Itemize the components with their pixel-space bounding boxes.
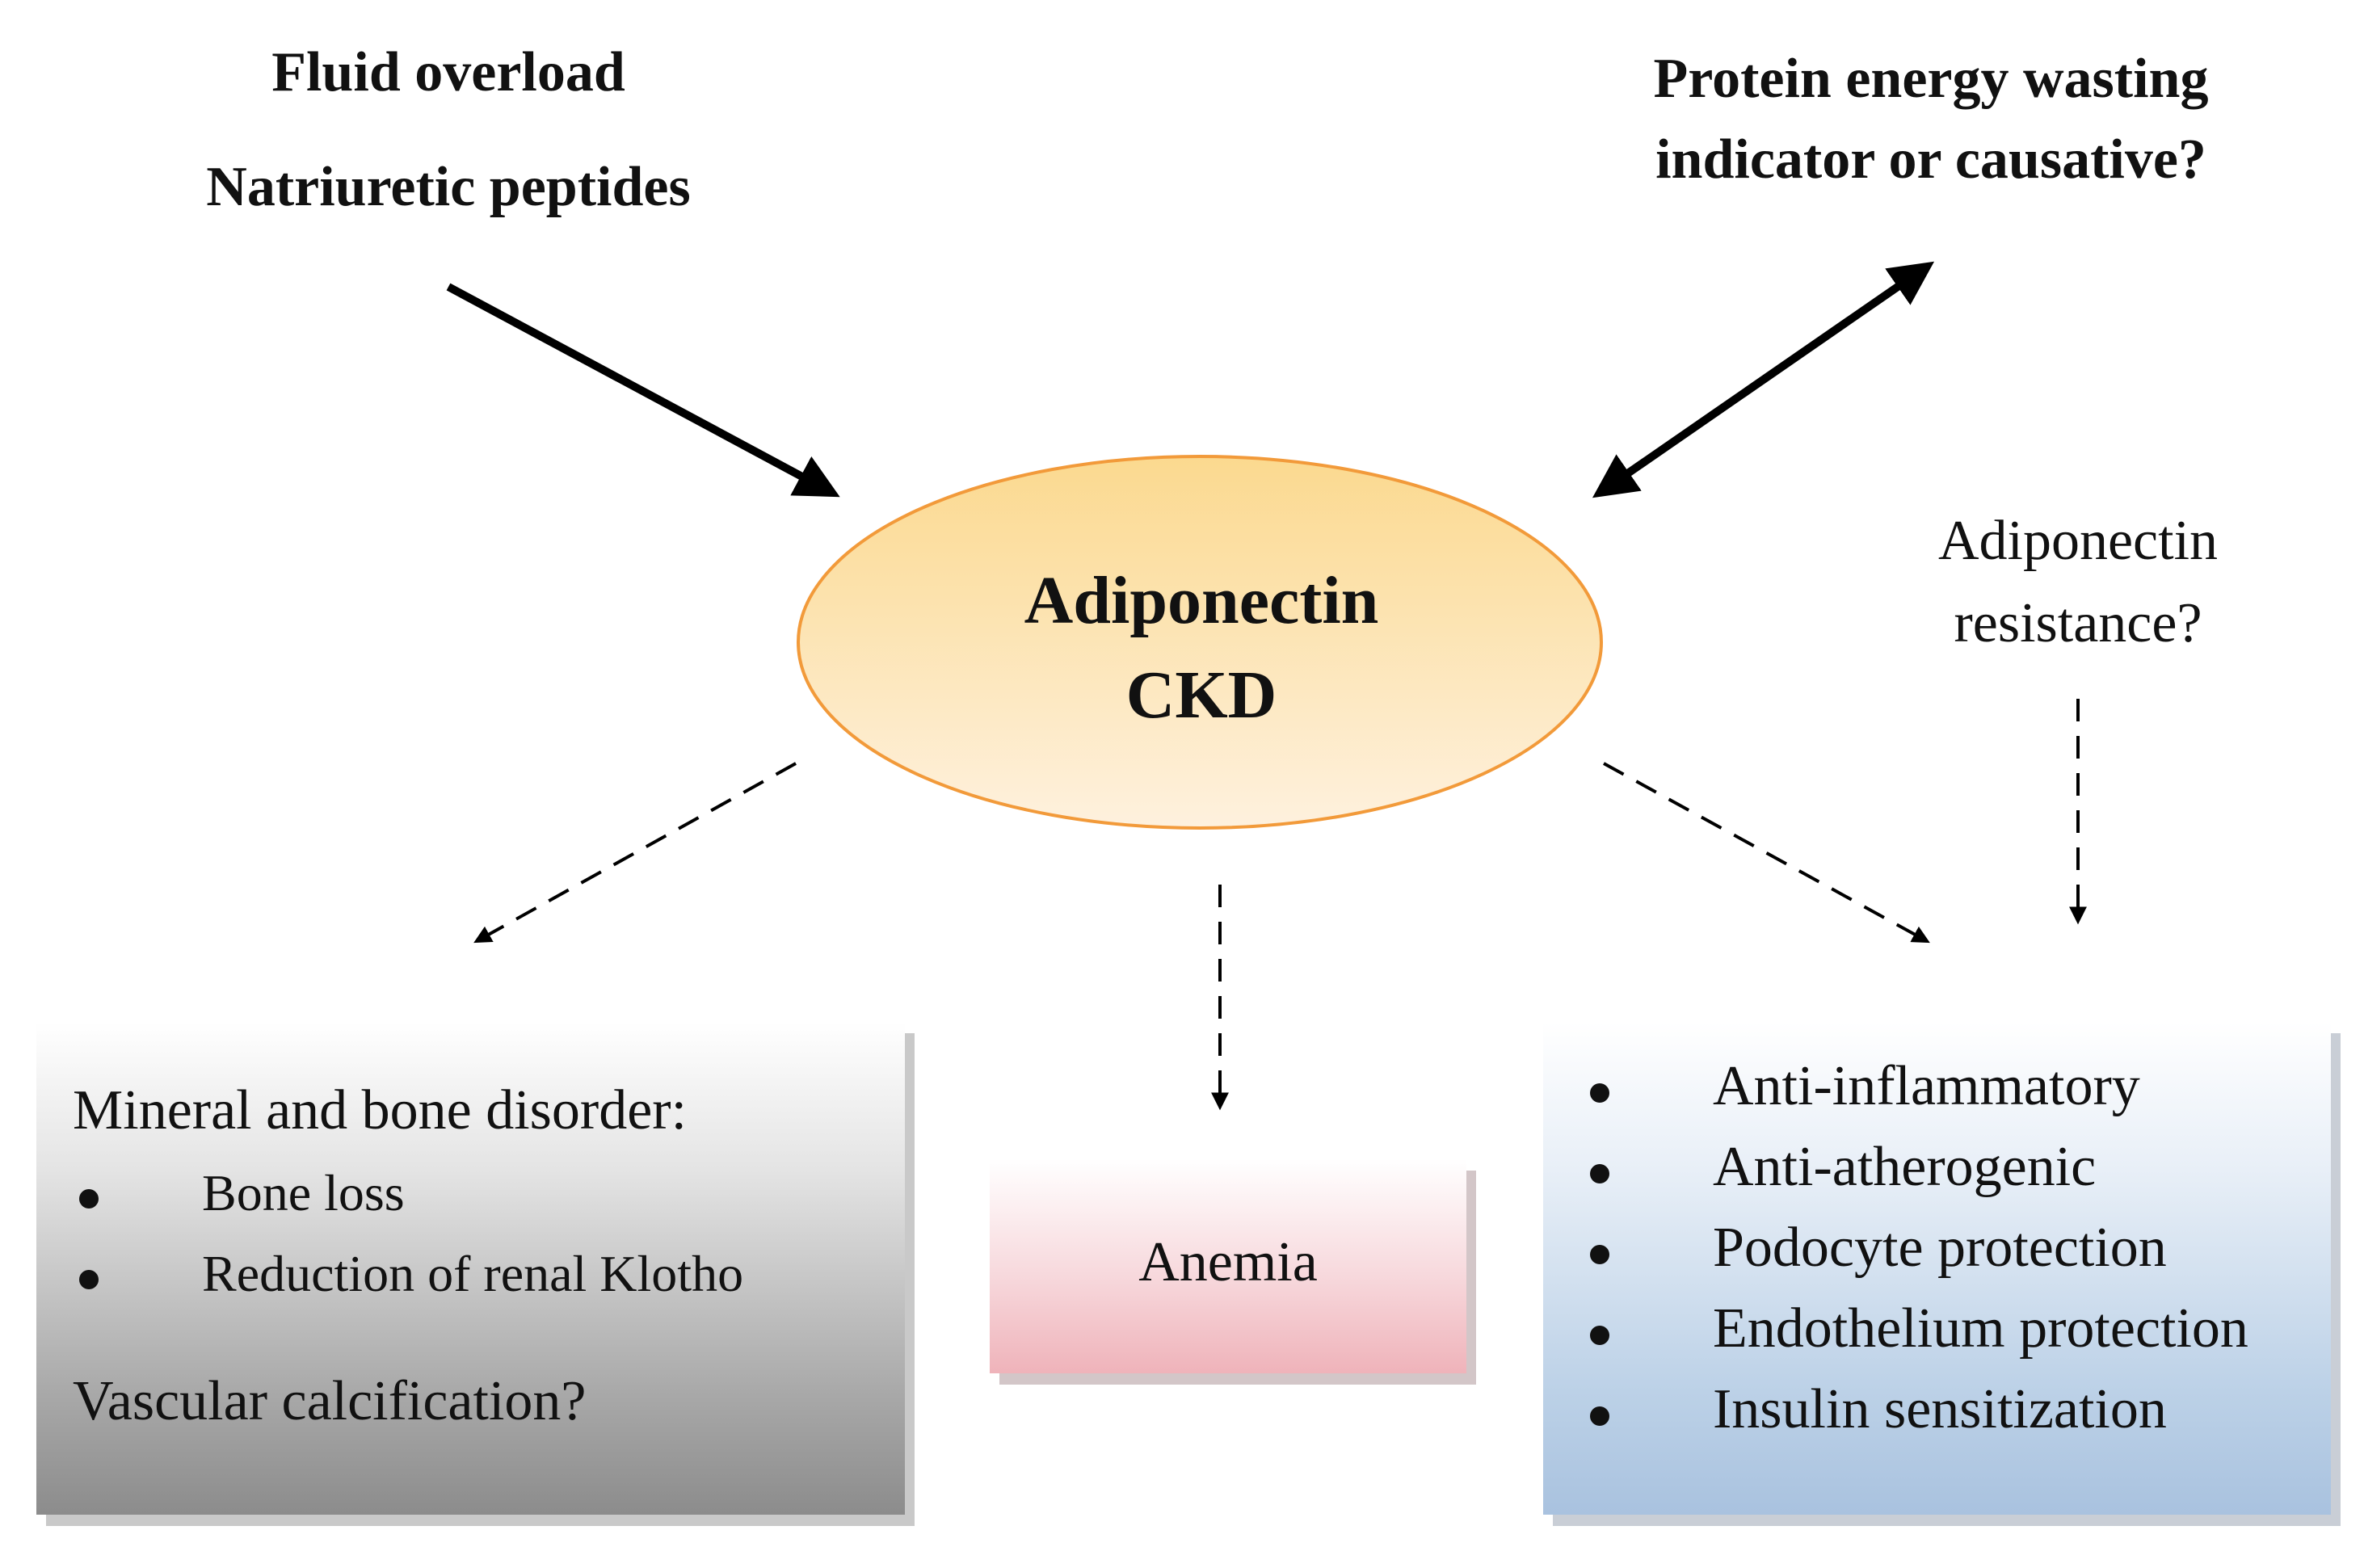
adiponectin-to-mbd-arrow bbox=[473, 762, 797, 944]
fluid-overload-label: Fluid overload bbox=[271, 41, 625, 103]
pew-label-line2: indicator or causative? bbox=[1655, 128, 2206, 191]
bullet-icon bbox=[79, 1189, 99, 1209]
adiponectin-ckd-ellipse bbox=[797, 455, 1603, 830]
bullet-icon bbox=[79, 1270, 99, 1289]
pew-label-line1: Protein energy wasting bbox=[1653, 48, 2209, 110]
anemia-label: Anemia bbox=[1138, 1231, 1318, 1293]
bullet-icon bbox=[1590, 1164, 1609, 1183]
adiponectin-to-benefits-arrow bbox=[1603, 762, 1930, 944]
resistance-label-line2: resistance? bbox=[1954, 592, 2202, 654]
bullet-icon bbox=[1590, 1083, 1609, 1103]
anemia-box: Anemia bbox=[990, 1159, 1466, 1373]
adiponectin-benefits-box: Anti-inflammatory Anti-atherogenic Podoc… bbox=[1543, 1022, 2331, 1515]
mbd-footer: Vascular calcification? bbox=[73, 1370, 587, 1432]
mineral-bone-disorder-box: Mineral and bone disorder: Bone loss Red… bbox=[36, 1022, 905, 1515]
bullet-icon bbox=[1590, 1406, 1609, 1426]
fluid-to-adiponectin-arrow bbox=[446, 283, 840, 498]
pew-bidirectional-arrow bbox=[1592, 261, 1935, 498]
mbd-heading: Mineral and bone disorder: bbox=[73, 1079, 688, 1141]
natriuretic-peptides-label: Natriuretic peptides bbox=[206, 156, 691, 218]
center-label-ckd: CKD bbox=[1125, 658, 1277, 733]
bullet-icon bbox=[1590, 1326, 1609, 1345]
center-label-adiponectin: Adiponectin bbox=[1024, 563, 1379, 638]
resistance-label-line1: Adiponectin bbox=[1937, 510, 2219, 572]
bullet-icon bbox=[1590, 1245, 1609, 1264]
